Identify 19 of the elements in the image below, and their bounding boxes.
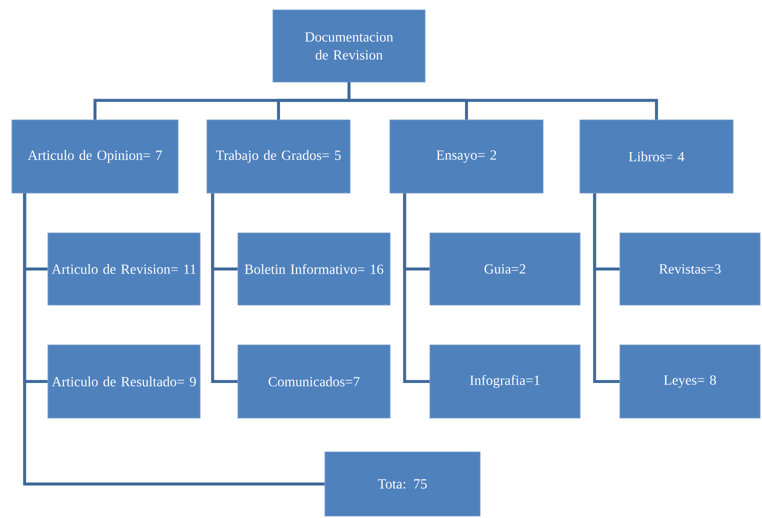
category-box: Ensayo= 2 bbox=[390, 120, 544, 194]
connector-line bbox=[593, 193, 620, 383]
category-box: Leyes= 8 bbox=[620, 344, 760, 418]
category-box: Articulo de Opinion= 7 bbox=[12, 120, 178, 194]
category-box: Documentacion de Revision bbox=[272, 10, 426, 82]
connector-line bbox=[348, 82, 658, 120]
connector-line bbox=[403, 193, 430, 383]
category-box: Revistas=3 bbox=[620, 232, 760, 306]
category-box: Comunicados=7 bbox=[238, 344, 390, 418]
category-box: Trabajo de Grados= 5 bbox=[206, 120, 350, 194]
category-box: Libros= 4 bbox=[580, 120, 734, 194]
category-box: Boletin Informativo= 16 bbox=[238, 232, 390, 306]
category-box: Guia=2 bbox=[430, 232, 580, 306]
category-box: Articulo de Resultado= 9 bbox=[48, 344, 200, 418]
connector-line bbox=[211, 193, 238, 383]
category-box: Infografia=1 bbox=[430, 344, 580, 418]
category-box: Tota: 75 bbox=[324, 452, 480, 516]
category-box: Articulo de Revision= 11 bbox=[48, 232, 200, 306]
connector-line bbox=[23, 193, 325, 486]
